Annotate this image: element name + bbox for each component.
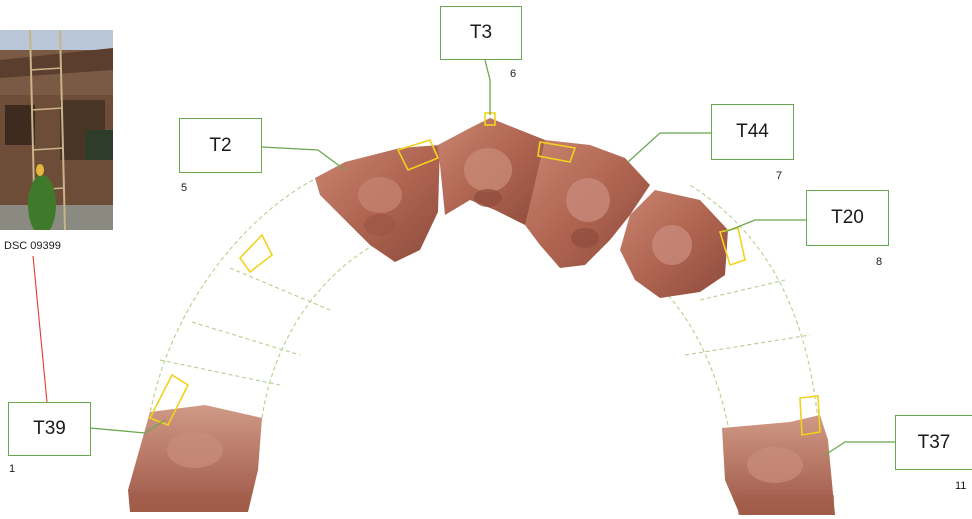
label-t2-number: 5	[181, 182, 187, 194]
label-t37-number: 11	[955, 480, 966, 492]
label-t20: T20	[806, 190, 889, 246]
label-t44-number: 7	[776, 170, 782, 182]
fragment-T39	[128, 405, 262, 512]
label-t44: T44	[711, 104, 794, 160]
fragment-T2	[315, 145, 440, 262]
fragment-T20	[620, 190, 728, 298]
label-t37: T37	[895, 415, 972, 470]
photo-caption: DSC 09399	[4, 240, 61, 252]
reference-photo	[0, 30, 113, 230]
label-t3: T3	[440, 6, 522, 60]
arch-outline	[147, 172, 818, 432]
label-t2: T2	[179, 118, 262, 173]
label-t3-number: 6	[510, 68, 516, 80]
label-t39: T39	[8, 402, 91, 456]
photo-link-line	[33, 256, 47, 402]
fragment-T37	[722, 415, 835, 515]
label-t20-number: 8	[876, 256, 882, 268]
label-t39-number: 1	[9, 463, 15, 475]
